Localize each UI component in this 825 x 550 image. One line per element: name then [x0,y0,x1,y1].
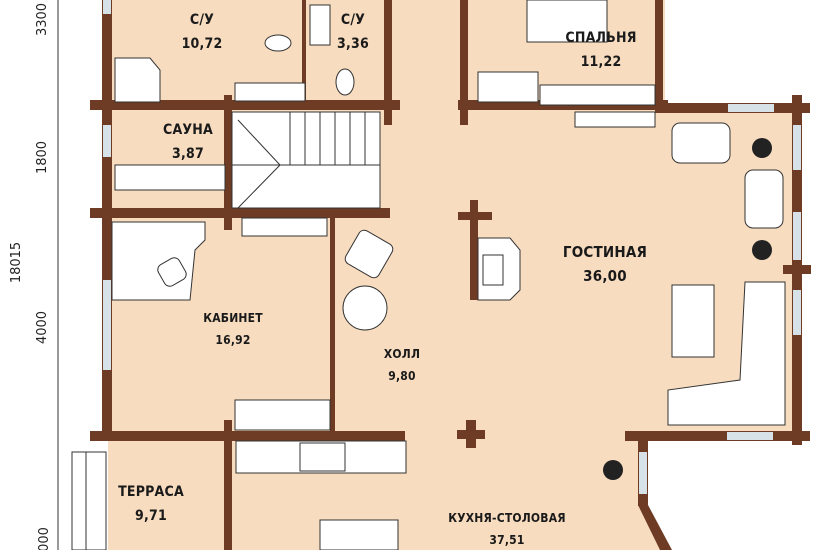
room-area: 37,51 [489,533,525,547]
room-living: ГОСТИНАЯ 36,00 [563,240,647,288]
room-bathroom-2: С/У 3,36 [337,8,369,56]
room-name: КАБИНЕТ [203,311,263,325]
plants [603,138,772,480]
room-name: С/У [189,12,215,28]
windows [103,0,801,494]
bed [526,0,608,43]
desk [111,221,206,301]
sink-counter [234,82,306,102]
dimension-total: 18015 [9,241,25,284]
toilet [264,34,292,52]
wardrobe [477,71,539,103]
room-bathroom-1: С/У 10,72 [182,8,223,56]
room-hall: ХОЛЛ 9,80 [384,343,420,387]
room-name: ХОЛЛ [383,347,421,361]
room-kitchen-dining: КУХНЯ-СТОЛОВАЯ 37,51 [448,507,566,550]
coffee-table [671,284,715,358]
armchair [744,169,784,229]
room-name: ТЕРРАСА [118,484,184,500]
dimension-4000: 4000 [35,310,51,345]
furniture [111,0,786,550]
armchair [344,229,394,279]
room-name: САУНА [163,122,213,138]
toilet [335,68,355,96]
room-area: 3,36 [337,36,369,52]
room-sauna: САУНА 3,87 [163,118,213,166]
room-bedroom: СПАЛЬНЯ 11,22 [565,26,636,74]
room-area: 11,22 [580,54,622,70]
room-terrace: ТЕРРАСА 9,71 [118,480,184,528]
dresser [539,84,656,106]
dimension-1800: 1800 [35,140,51,175]
room-area: 10,72 [181,36,223,52]
round-table [342,285,388,331]
room-study: КАБИНЕТ 16,92 [203,307,263,351]
room-area: 3,87 [172,146,204,162]
room-name: ГОСТИНАЯ [562,243,648,261]
corner-sofa [667,281,786,426]
kitchen-sink [299,442,346,472]
room-area: 16,92 [215,333,251,347]
tv-stand [574,111,656,128]
kitchen-island [319,519,399,550]
room-name: КУХНЯ-СТОЛОВАЯ [448,511,566,525]
cabinet-shelves [234,399,331,431]
room-name: С/У [340,12,366,28]
armchair [671,122,731,164]
shower-cabin [114,57,161,103]
room-area: 9,71 [135,508,167,524]
sauna-bench [114,164,226,191]
room-name: СПАЛЬНЯ [565,30,637,46]
dimension-bottom: 000 [36,527,52,550]
room-area: 36,00 [583,267,627,285]
office-chair [157,257,187,287]
sink [309,4,331,46]
dimension-3300: 3300 [35,2,51,37]
room-area: 9,80 [388,369,416,383]
staircase [231,111,381,209]
floor-area [108,0,797,550]
terrace-steps [71,451,107,550]
